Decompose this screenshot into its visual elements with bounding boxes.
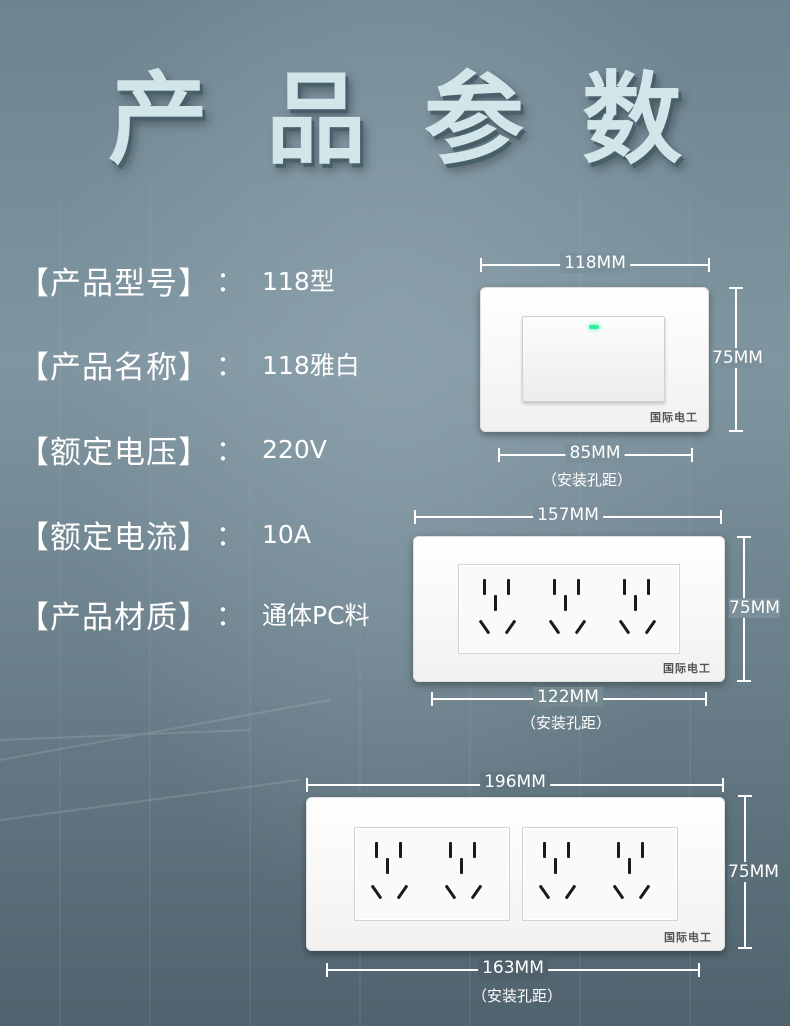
- param-value: 10A: [262, 519, 311, 549]
- outlet: [443, 838, 495, 908]
- brand-mark: 国际电工: [650, 411, 698, 424]
- outlet: [537, 838, 589, 908]
- brand-mark: 国际电工: [663, 662, 711, 675]
- socket-panel: 国际电工: [306, 797, 725, 951]
- socket-module-right: [522, 827, 678, 921]
- hole-note: （安装孔距）: [471, 987, 563, 1005]
- outlet: [547, 575, 599, 645]
- hole-dimension-label: 85MM: [565, 443, 625, 463]
- socket-module: [458, 564, 680, 654]
- param-value: 通体PC料: [262, 601, 370, 630]
- brand-mark: 国际电工: [664, 931, 712, 944]
- param-value: 220V: [262, 434, 327, 464]
- title-char-2: 品: [266, 61, 366, 178]
- hole-dimension-label: 122MM: [533, 687, 603, 707]
- hole-note: （安装孔距）: [520, 714, 612, 732]
- hole-note: （安装孔距）: [541, 471, 633, 489]
- param-value: 118型: [262, 267, 335, 296]
- title-char-4: 数: [582, 61, 682, 178]
- height-dimension-label: 75MM: [712, 348, 763, 368]
- param-model: 【产品型号】 ： 118型: [18, 255, 335, 305]
- outlet: [477, 575, 529, 645]
- rocker-button: [522, 316, 665, 402]
- param-colon: ：: [216, 265, 245, 298]
- param-label: 【额定电流】: [18, 519, 210, 556]
- title-char-3: 参: [424, 61, 524, 178]
- param-colon: ：: [216, 519, 245, 552]
- socket-module-left: [354, 827, 510, 921]
- param-material: 【产品材质】 ： 通体PC料: [18, 589, 370, 639]
- param-voltage: 【额定电压】 ： 220V: [18, 424, 327, 474]
- switch-panel: 国际电工: [480, 287, 709, 432]
- width-dimension-label: 196MM: [480, 772, 550, 792]
- param-label: 【产品材质】: [18, 599, 210, 636]
- width-dimension-label: 118MM: [560, 253, 630, 273]
- title-char-1: 产: [108, 61, 208, 178]
- param-colon: ：: [216, 599, 245, 632]
- param-label: 【额定电压】: [18, 434, 210, 471]
- page-title: 产 品 参 数: [0, 60, 790, 180]
- param-colon: ：: [216, 434, 245, 467]
- param-value: 118雅白: [262, 351, 360, 380]
- param-label: 【产品名称】: [18, 349, 210, 386]
- height-dimension-label: 75MM: [729, 598, 780, 618]
- param-name: 【产品名称】 ： 118雅白: [18, 339, 360, 389]
- height-dimension-label: 75MM: [728, 862, 779, 882]
- outlet: [611, 838, 663, 908]
- outlet: [369, 838, 421, 908]
- param-colon: ：: [216, 349, 245, 382]
- outlet: [617, 575, 669, 645]
- param-current: 【额定电流】 ： 10A: [18, 509, 311, 559]
- socket-panel: 国际电工: [413, 536, 725, 682]
- param-label: 【产品型号】: [18, 265, 210, 302]
- width-dimension-label: 157MM: [533, 505, 603, 525]
- indicator-led: [589, 325, 599, 329]
- hole-dimension-label: 163MM: [478, 958, 548, 978]
